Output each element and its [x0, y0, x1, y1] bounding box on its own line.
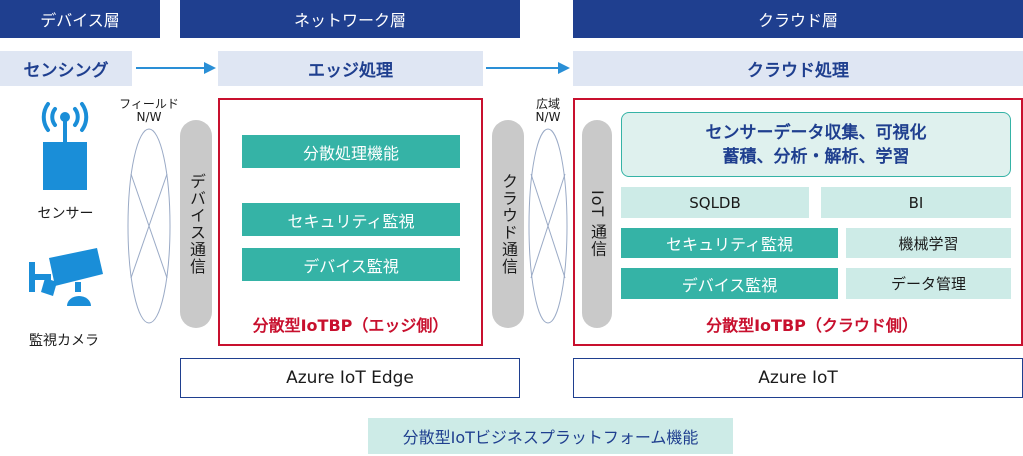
field-nw-label-line1: フィールド: [119, 97, 179, 111]
azure-iot-box: Azure IoT: [573, 358, 1023, 398]
ml-box: 機械学習: [846, 228, 1011, 258]
wide-nw-label-line1: 広域: [535, 97, 560, 111]
field-nw-label: フィールド N/W: [108, 98, 190, 124]
device-layer-header: デバイス層: [0, 0, 160, 38]
data-mgmt-box: データ管理: [846, 268, 1011, 299]
camera-icon: [29, 248, 103, 306]
arrow-right-icon: [136, 62, 216, 74]
field-nw-label-line2: N/W: [136, 110, 162, 124]
cloud-processing-stage: クラウド処理: [573, 51, 1023, 86]
sensor-icon: [41, 102, 89, 190]
bi-box: BI: [821, 187, 1011, 218]
edge-processing-stage: エッジ処理: [218, 51, 483, 86]
iot-comm-label: IoT 通信: [588, 190, 607, 258]
cloud-device-monitor-box: デバイス監視: [621, 268, 838, 299]
edge-function-distributed: 分散処理機能: [242, 135, 460, 168]
cloud-comm-pill: クラウド通信: [492, 120, 524, 328]
cloud-main-line2: 蓄積、分析・解析、学習: [722, 146, 910, 167]
network-layer-header: ネットワーク層: [180, 0, 520, 38]
footer-platform-label: 分散型IoTビジネスプラットフォーム機能: [368, 418, 733, 454]
iot-comm-pill: IoT 通信: [582, 120, 612, 328]
wide-nw-label: 広域 N/W: [524, 98, 572, 124]
cloud-security-box: セキュリティ監視: [621, 228, 838, 258]
cloud-main-line1: センサーデータ収集、可視化: [705, 122, 927, 143]
device-comm-pill: デバイス通信: [180, 120, 212, 328]
sqldb-box: SQLDB: [621, 187, 809, 218]
arrow-right-icon: [486, 62, 570, 74]
camera-label: 監視カメラ: [29, 333, 99, 349]
edge-function-security: セキュリティ監視: [242, 203, 460, 236]
cloud-platform-frame: [573, 98, 1023, 346]
edge-platform-label: 分散型IoTBP（エッジ側）: [252, 316, 449, 335]
edge-function-device-monitor: デバイス監視: [242, 248, 460, 281]
cloud-layer-header: クラウド層: [573, 0, 1023, 38]
field-network-shape: [127, 128, 171, 324]
cloud-comm-label: クラウド通信: [499, 173, 518, 275]
wide-nw-label-line2: N/W: [535, 110, 561, 124]
cloud-platform-label: 分散型IoTBP（クラウド側）: [706, 316, 918, 335]
azure-iot-edge-box: Azure IoT Edge: [180, 358, 520, 398]
edge-platform-frame: [218, 98, 483, 346]
wide-network-shape: [528, 128, 568, 324]
device-comm-label: デバイス通信: [187, 173, 206, 275]
sensing-stage: センシング: [0, 51, 132, 86]
sensor-label: センサー: [37, 206, 94, 222]
cloud-main-function: センサーデータ収集、可視化 蓄積、分析・解析、学習: [621, 112, 1011, 177]
